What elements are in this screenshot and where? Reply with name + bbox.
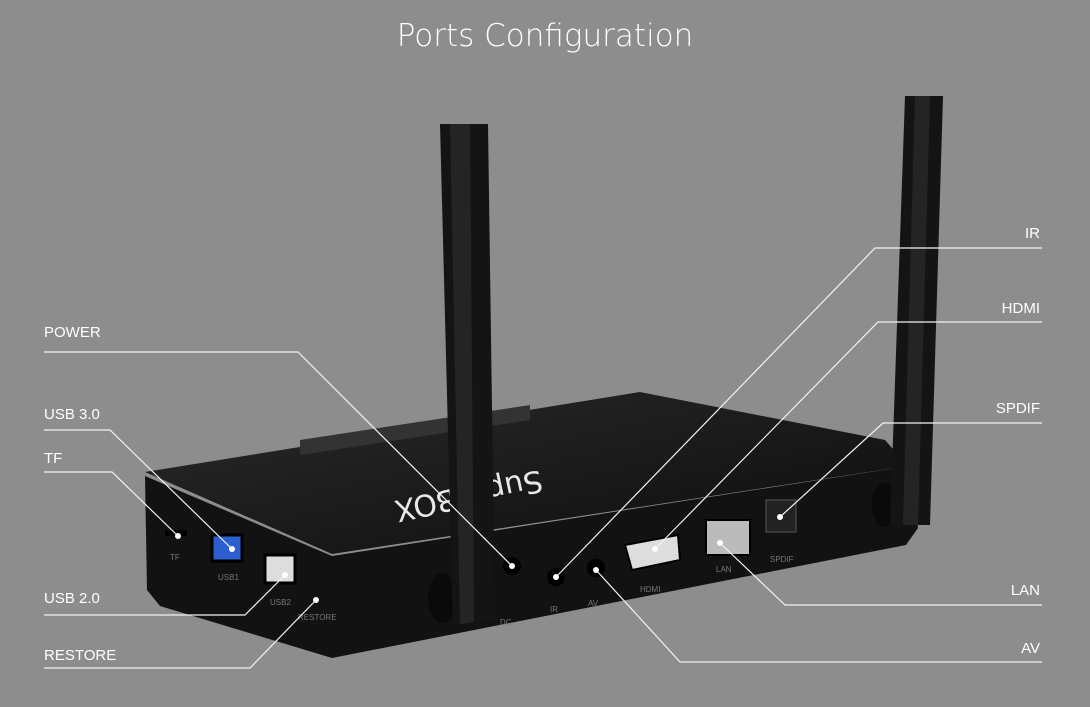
callout-usb2: USB 2.0	[44, 590, 100, 607]
port-label-spdif: SPDIF	[770, 555, 794, 564]
port-label-usb2: USB2	[270, 598, 291, 607]
page-title: Ports Configuration	[396, 18, 694, 54]
callout-lines	[44, 247, 1042, 669]
port-label-hdmi: HDMI	[640, 585, 660, 594]
callout-ir: IR	[1025, 225, 1040, 242]
port-label-lan: LAN	[716, 565, 732, 574]
port-label-ir: IR	[550, 605, 558, 614]
port-label-restore: RESTORE	[298, 613, 337, 622]
callout-usb3: USB 3.0	[44, 406, 100, 423]
callout-power: POWER	[44, 324, 101, 341]
port-label-dc: DC	[500, 618, 512, 627]
callout-dots	[175, 514, 783, 603]
callout-tf: TF	[44, 450, 63, 467]
antennas	[428, 96, 943, 626]
callout-av: AV	[1021, 640, 1040, 657]
callout-lan: LAN	[1010, 582, 1040, 599]
tv-box-body: SuperBOX	[145, 392, 918, 658]
port-label-tf: TF	[170, 553, 180, 562]
ports: TF USB1 USB2 RESTORE DC IR AV HDMI LAN S…	[165, 499, 797, 627]
port-label-av: AV	[588, 599, 599, 608]
callout-hdmi: HDMI	[1001, 300, 1040, 317]
port-label-usb1: USB1	[218, 573, 239, 582]
callout-spdif: SPDIF	[995, 400, 1040, 417]
callout-restore: RESTORE	[44, 647, 117, 664]
